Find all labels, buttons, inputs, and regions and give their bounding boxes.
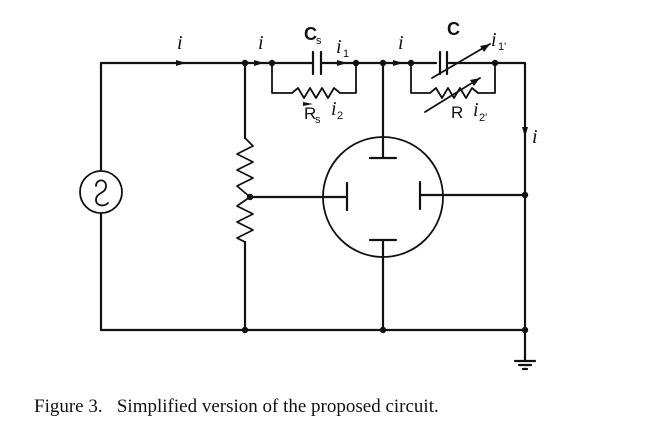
variable-arrow-line [431, 43, 491, 79]
potentiometer-resistor [236, 137, 254, 243]
caption-label: Figure 3. [34, 396, 103, 417]
arrow-icon [393, 60, 403, 66]
ground-icon [513, 359, 537, 371]
label-capacitor-cs-sub: s [316, 35, 322, 47]
label-capacitor-c: C [447, 19, 460, 39]
junction-dot [241, 59, 249, 67]
wires [99, 61, 527, 362]
deflection-plate-top [368, 130, 398, 160]
sine-icon [95, 179, 109, 207]
junction-dot [241, 326, 249, 334]
ac-source-circle [79, 170, 123, 214]
deflection-plate-right [418, 180, 445, 211]
label-current-i: i [532, 126, 538, 148]
label-current-i: i [258, 32, 264, 54]
arrow-icon [337, 60, 347, 66]
junction-dot [521, 326, 529, 334]
label-current-i2-prime: i [473, 99, 479, 121]
cathode-ray-tube [322, 130, 445, 264]
capacitor-cs [311, 50, 323, 76]
label-current-i1-prime: i [491, 29, 497, 51]
variable-arrow-line [424, 77, 481, 113]
label-capacitor-cs: C [304, 24, 317, 44]
label-current-i: i [398, 32, 404, 54]
arrow-icon [303, 102, 313, 106]
variable-resistor-arrow [424, 77, 481, 113]
figure-caption: Figure 3. Simplified version of the prop… [34, 396, 439, 418]
junction-dot [521, 191, 529, 199]
junction-dot [379, 59, 387, 67]
label-current-i1-sub: 1 [343, 48, 349, 60]
arrow-down-icon [522, 127, 528, 137]
variable-capacitor-c [431, 43, 491, 79]
caption-text: Simplified version of the proposed circu… [116, 396, 439, 417]
variable-resistor-r [410, 62, 496, 99]
label-resistor-rs: R [304, 104, 316, 123]
label-current-i: i [177, 32, 183, 54]
label-resistor-rs-sub: s [315, 114, 321, 126]
arrow-icon [176, 60, 186, 66]
deflection-plate-bottom [368, 238, 398, 264]
junction-dot [379, 326, 387, 334]
arrow-icon [480, 44, 490, 52]
label-current-i2-sub: 2 [337, 110, 343, 122]
arrow-icon [470, 78, 480, 86]
arrow-icon [254, 60, 264, 66]
deflection-plate-left [322, 181, 349, 212]
label-resistor-r: R [451, 103, 463, 122]
resistor-rs [271, 62, 357, 99]
label-current-i1: i [336, 36, 342, 58]
ac-source [79, 170, 123, 214]
label-current-i2-prime-sub: 2' [479, 112, 487, 124]
label-current-i2: i [331, 98, 337, 120]
label-current-i1-prime-sub: 1' [498, 41, 506, 53]
